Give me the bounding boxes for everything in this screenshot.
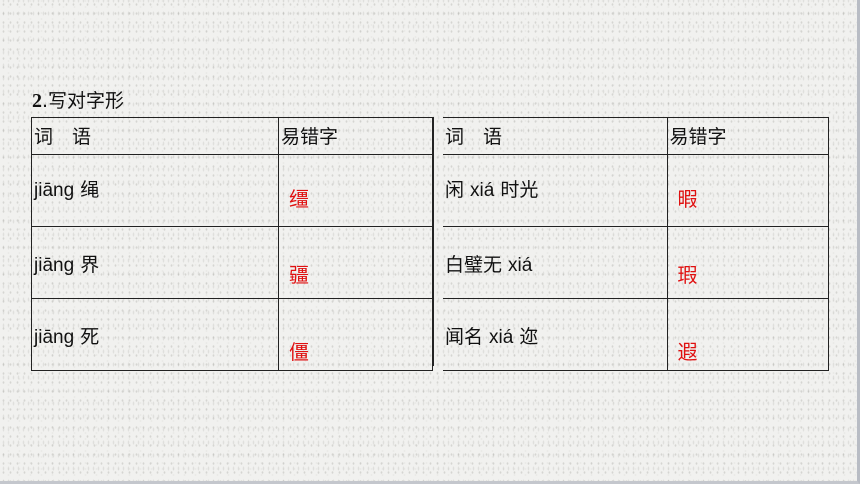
word-cell: jiāng 界 xyxy=(31,226,279,299)
word-phrase: jiāng 死 xyxy=(34,322,99,349)
answer-char: 遐 xyxy=(677,340,698,364)
table-divider-line xyxy=(433,117,434,366)
answer-char: 缰 xyxy=(289,187,309,211)
word-suffix: 时光 xyxy=(494,179,539,201)
table-header-row: 词 语 易错字 xyxy=(443,117,829,155)
word-phrase: 白璧无 xiá xyxy=(445,250,532,277)
answer-char: 僵 xyxy=(289,340,309,364)
header-word-label: 词 语 xyxy=(445,126,503,148)
header-cell-word: 词 语 xyxy=(443,117,668,155)
pinyin: jiāng xyxy=(34,327,75,348)
word-char: 界 xyxy=(74,254,100,276)
table-row: 闻名 xiá 迩 遐 xyxy=(443,298,829,371)
word-prefix: 闻名 xyxy=(445,326,490,348)
word-phrase: 闻名 xiá 迩 xyxy=(445,322,538,349)
header-word-label: 词 语 xyxy=(34,126,92,148)
answer-cell: 暇 xyxy=(666,154,829,227)
word-phrase: jiāng 绳 xyxy=(34,175,99,202)
word-phrase: jiāng 界 xyxy=(34,250,99,277)
word-cell: 闻名 xiá 迩 xyxy=(443,298,668,371)
word-phrase: 闲 xiá 时光 xyxy=(445,175,538,202)
word-prefix: 白璧无 xyxy=(445,254,509,276)
pinyin: jiāng xyxy=(34,180,75,201)
section-title-text: .写对字形 xyxy=(42,90,125,112)
word-cell: jiāng 死 xyxy=(31,298,279,371)
header-cell-word: 词 语 xyxy=(31,117,279,155)
answer-cell: 僵 xyxy=(278,298,433,371)
answer-char: 暇 xyxy=(677,187,698,211)
word-char: 死 xyxy=(74,326,100,348)
table-row: 白璧无 xiá 瑕 xyxy=(443,226,829,299)
answer-cell: 遐 xyxy=(666,298,829,371)
section-title: 2.写对字形 xyxy=(32,86,124,113)
pinyin: xiá xyxy=(508,255,533,276)
header-cell-error-char: 易错字 xyxy=(278,117,433,155)
word-cell: jiāng 绳 xyxy=(31,154,279,227)
answer-cell: 缰 xyxy=(278,154,433,227)
pinyin: jiāng xyxy=(34,255,75,276)
word-char: 绳 xyxy=(74,179,100,201)
header-error-char-label: 易错字 xyxy=(669,126,727,148)
answer-char: 疆 xyxy=(289,263,309,287)
word-prefix: 闲 xyxy=(445,179,471,201)
header-error-char-label: 易错字 xyxy=(281,126,339,148)
pinyin: xiá xyxy=(470,180,495,201)
table-row: 闲 xiá 时光 暇 xyxy=(443,154,829,227)
answer-cell: 瑕 xyxy=(666,226,829,299)
answer-cell: 疆 xyxy=(278,226,433,299)
answer-char: 瑕 xyxy=(677,263,698,287)
table-header-row: 词 语 易错字 xyxy=(31,117,433,155)
right-word-table: 词 语 易错字 闲 xiá 时光 暇 白璧无 xiá 瑕 闻名 xiá 迩 遐 xyxy=(443,117,829,371)
word-cell: 白璧无 xiá xyxy=(443,226,668,299)
pinyin: xiá xyxy=(489,327,514,348)
header-cell-error-char: 易错字 xyxy=(666,117,829,155)
word-cell: 闲 xiá 时光 xyxy=(443,154,668,227)
left-word-table: 词 语 易错字 jiāng 绳 缰 jiāng 界 疆 jiāng 死 僵 xyxy=(31,117,433,371)
table-row: jiāng 界 疆 xyxy=(31,226,433,299)
word-suffix: 迩 xyxy=(513,326,539,348)
table-row: jiāng 绳 缰 xyxy=(31,154,433,227)
table-row: jiāng 死 僵 xyxy=(31,298,433,371)
section-number: 2 xyxy=(32,90,42,112)
